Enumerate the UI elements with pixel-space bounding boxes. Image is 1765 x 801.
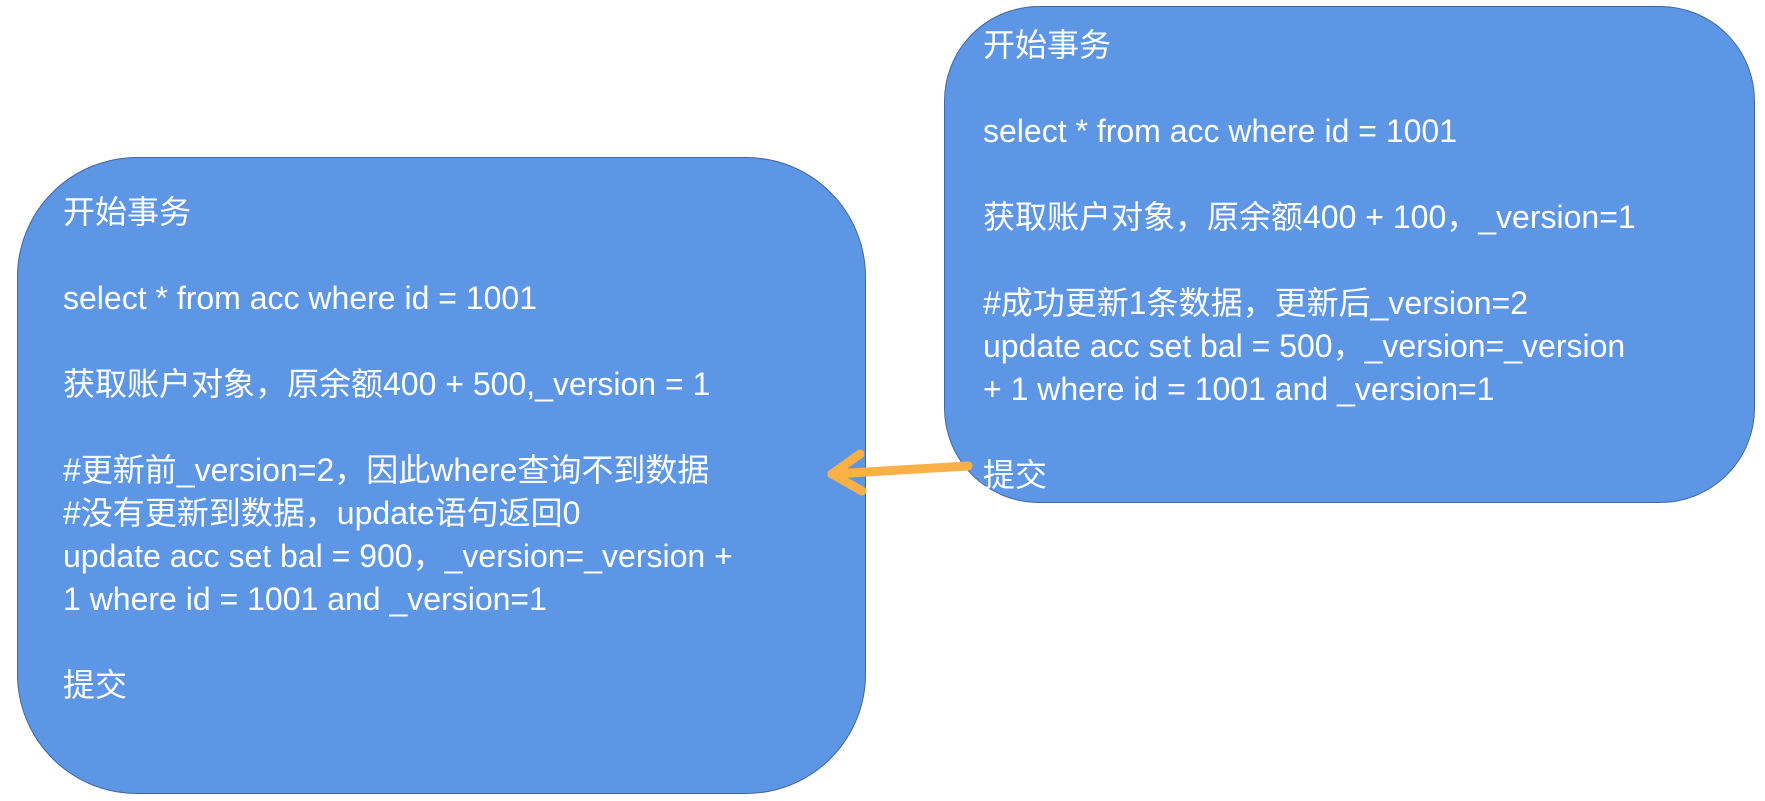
right-box-line: select * from acc where id = 1001 — [983, 113, 1458, 149]
right-box-line: 开始事务 — [983, 27, 1112, 63]
left-box-line — [63, 621, 865, 664]
left-box-line: #没有更新到数据，update语句返回0 — [63, 495, 581, 531]
right-box-line: update acc set bal = 500，_version=_versi… — [983, 328, 1626, 364]
right-box-line — [983, 411, 1754, 454]
right-box-line: + 1 where id = 1001 and _version=1 — [983, 371, 1495, 407]
left-box-line — [63, 234, 865, 277]
right-box-line: 提交 — [983, 457, 1048, 493]
left-box-line: select * from acc where id = 1001 — [63, 280, 538, 316]
right-box-line — [983, 153, 1754, 196]
left-box-line: #更新前_version=2，因此where查询不到数据 — [63, 452, 710, 488]
left-box-line: 1 where id = 1001 and _version=1 — [63, 581, 547, 617]
right-box-line — [983, 239, 1754, 282]
right-box-line — [983, 67, 1754, 110]
left-box-line: 提交 — [63, 667, 128, 703]
right-box-line: #成功更新1条数据，更新后_version=2 — [983, 285, 1529, 321]
right-transaction-box: 开始事务 select * from acc where id = 1001 获… — [944, 6, 1755, 503]
left-box-line: update acc set bal = 900，_version=_versi… — [63, 538, 733, 574]
left-transaction-box: 开始事务 select * from acc where id = 1001 获… — [17, 157, 866, 794]
left-box-line: 开始事务 — [63, 194, 192, 230]
left-box-line: 获取账户对象，原余额400 + 500,_version = 1 — [63, 366, 711, 402]
left-box-line — [63, 320, 865, 363]
right-box-line: 获取账户对象，原余额400 + 100，_version=1 — [983, 199, 1636, 235]
left-box-line — [63, 406, 865, 449]
